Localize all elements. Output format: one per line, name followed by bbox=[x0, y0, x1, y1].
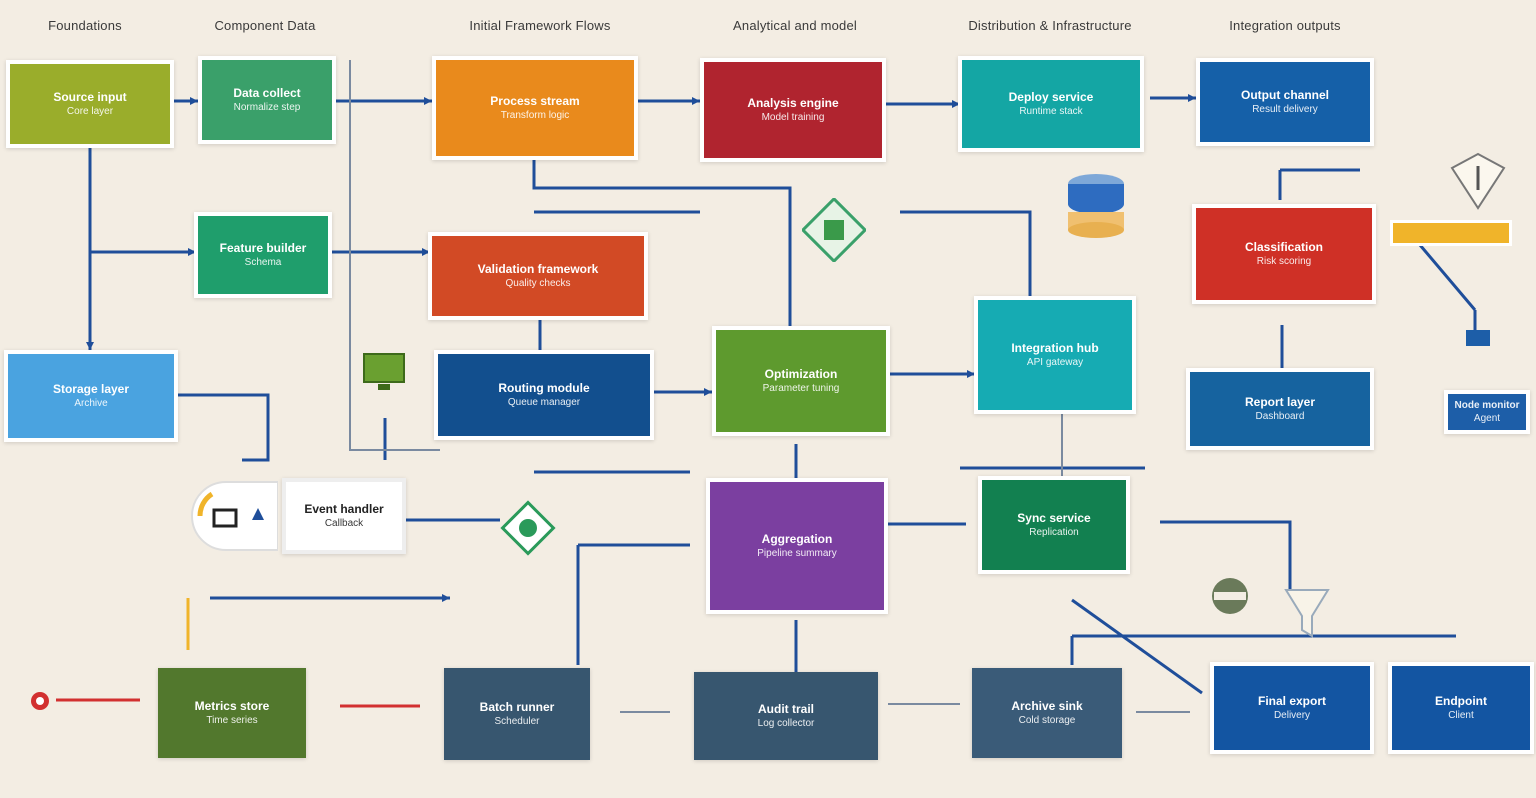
location-pin-icon bbox=[191, 481, 278, 551]
node-title: Classification bbox=[1244, 240, 1324, 254]
node-subtitle: Result delivery bbox=[1252, 104, 1318, 115]
node-subtitle: Schema bbox=[244, 257, 282, 268]
node-subtitle: Callback bbox=[324, 518, 364, 529]
node-title: Archive sink bbox=[1011, 699, 1083, 713]
node-title: Process stream bbox=[490, 94, 580, 108]
diamond-node-icon bbox=[500, 500, 556, 556]
node-sync-service[interactable]: Sync service Replication bbox=[978, 476, 1130, 574]
node-title: Report layer bbox=[1244, 395, 1316, 409]
node-subtitle: Parameter tuning bbox=[762, 383, 840, 394]
node-title: Event handler bbox=[304, 502, 384, 516]
node-title: Endpoint bbox=[1435, 694, 1487, 708]
node-title: Final export bbox=[1257, 694, 1326, 708]
node-report-layer[interactable]: Report layer Dashboard bbox=[1186, 368, 1374, 450]
node-title: Sync service bbox=[1017, 511, 1091, 525]
node-subtitle: Dashboard bbox=[1255, 411, 1305, 422]
gear-icon bbox=[1212, 578, 1248, 614]
node-title: Output channel bbox=[1241, 88, 1329, 102]
node-subtitle: Risk scoring bbox=[1256, 256, 1312, 267]
node-metrics-store[interactable]: Metrics store Time series bbox=[158, 668, 306, 758]
node-subtitle: Normalize step bbox=[233, 102, 301, 113]
node-integration-hub[interactable]: Integration hub API gateway bbox=[974, 296, 1136, 414]
node-title: Node monitor bbox=[1454, 400, 1520, 411]
node-title: Feature builder bbox=[219, 241, 307, 255]
node-node-monitor[interactable]: Node monitor Agent bbox=[1444, 390, 1530, 434]
warning-strip bbox=[1390, 220, 1512, 246]
node-subtitle: Model training bbox=[761, 112, 825, 123]
column-header-distribution: Distribution & Infrastructure bbox=[968, 18, 1132, 33]
column-header-analytical-model: Analytical and model bbox=[733, 18, 857, 33]
node-classification[interactable]: Classification Risk scoring bbox=[1192, 204, 1376, 304]
node-title: Storage layer bbox=[52, 382, 130, 396]
node-subtitle: Core layer bbox=[66, 106, 114, 117]
node-audit-trail[interactable]: Audit trail Log collector bbox=[694, 672, 878, 760]
column-header-framework-flows: Initial Framework Flows bbox=[469, 18, 611, 33]
node-endpoint[interactable]: Endpoint Client bbox=[1388, 662, 1534, 754]
node-subtitle: Time series bbox=[206, 715, 258, 726]
node-subtitle: Delivery bbox=[1273, 710, 1311, 721]
node-data-collect[interactable]: Data collect Normalize step bbox=[198, 56, 336, 144]
node-title: Analysis engine bbox=[747, 96, 839, 110]
node-title: Batch runner bbox=[479, 700, 555, 714]
column-header-integration-outputs: Integration outputs bbox=[1229, 18, 1341, 33]
node-title: Metrics store bbox=[194, 699, 270, 713]
node-storage-layer[interactable]: Storage layer Archive bbox=[4, 350, 178, 442]
node-final-export[interactable]: Final export Delivery bbox=[1210, 662, 1374, 754]
node-title: Audit trail bbox=[758, 702, 814, 716]
node-source-input[interactable]: Source input Core layer bbox=[6, 60, 174, 148]
node-title: Source input bbox=[53, 90, 127, 104]
node-deploy-service[interactable]: Deploy service Runtime stack bbox=[958, 56, 1144, 152]
node-analysis-engine[interactable]: Analysis engine Model training bbox=[700, 58, 886, 162]
node-aggregation[interactable]: Aggregation Pipeline summary bbox=[706, 478, 888, 614]
node-title: Deploy service bbox=[1008, 90, 1094, 104]
node-batch-runner[interactable]: Batch runner Scheduler bbox=[444, 668, 590, 760]
node-optimization[interactable]: Optimization Parameter tuning bbox=[712, 326, 890, 436]
node-feature-builder[interactable]: Feature builder Schema bbox=[194, 212, 332, 298]
funnel-icon bbox=[1284, 589, 1330, 638]
node-title: Integration hub bbox=[1011, 341, 1099, 355]
node-subtitle: Archive bbox=[74, 398, 108, 409]
node-subtitle: Quality checks bbox=[505, 278, 571, 289]
node-subtitle: Scheduler bbox=[494, 716, 540, 727]
monitor-icon bbox=[363, 353, 405, 390]
node-subtitle: Log collector bbox=[757, 718, 815, 729]
node-subtitle: Transform logic bbox=[500, 110, 570, 121]
node-output-channel[interactable]: Output channel Result delivery bbox=[1196, 58, 1374, 146]
node-subtitle: Queue manager bbox=[507, 397, 581, 408]
node-subtitle: Runtime stack bbox=[1019, 106, 1083, 117]
node-title: Aggregation bbox=[761, 532, 833, 546]
node-subtitle: API gateway bbox=[1026, 357, 1084, 368]
node-routing-module[interactable]: Routing module Queue manager bbox=[434, 350, 654, 440]
node-subtitle: Agent bbox=[1473, 413, 1501, 424]
column-header-foundations: Foundations bbox=[48, 18, 122, 33]
node-validation-framework[interactable]: Validation framework Quality checks bbox=[428, 232, 648, 320]
shield-icon bbox=[1450, 152, 1506, 210]
node-subtitle: Pipeline summary bbox=[757, 548, 837, 559]
node-process-stream[interactable]: Process stream Transform logic bbox=[432, 56, 638, 160]
node-subtitle: Replication bbox=[1029, 527, 1079, 538]
node-archive-sink[interactable]: Archive sink Cold storage bbox=[972, 668, 1122, 758]
warning-bar-icon bbox=[31, 692, 49, 710]
node-title: Data collect bbox=[233, 86, 301, 100]
node-title: Validation framework bbox=[477, 262, 599, 276]
database-icon bbox=[1068, 174, 1124, 238]
chip-icon bbox=[802, 198, 866, 262]
column-header-component-data: Component Data bbox=[214, 18, 316, 33]
node-title: Optimization bbox=[764, 367, 838, 381]
node-event-handler[interactable]: Event handler Callback bbox=[282, 478, 406, 554]
small-box-icon bbox=[1466, 330, 1490, 346]
node-subtitle: Cold storage bbox=[1018, 715, 1076, 726]
node-title: Routing module bbox=[498, 381, 590, 395]
node-subtitle: Client bbox=[1448, 710, 1474, 721]
